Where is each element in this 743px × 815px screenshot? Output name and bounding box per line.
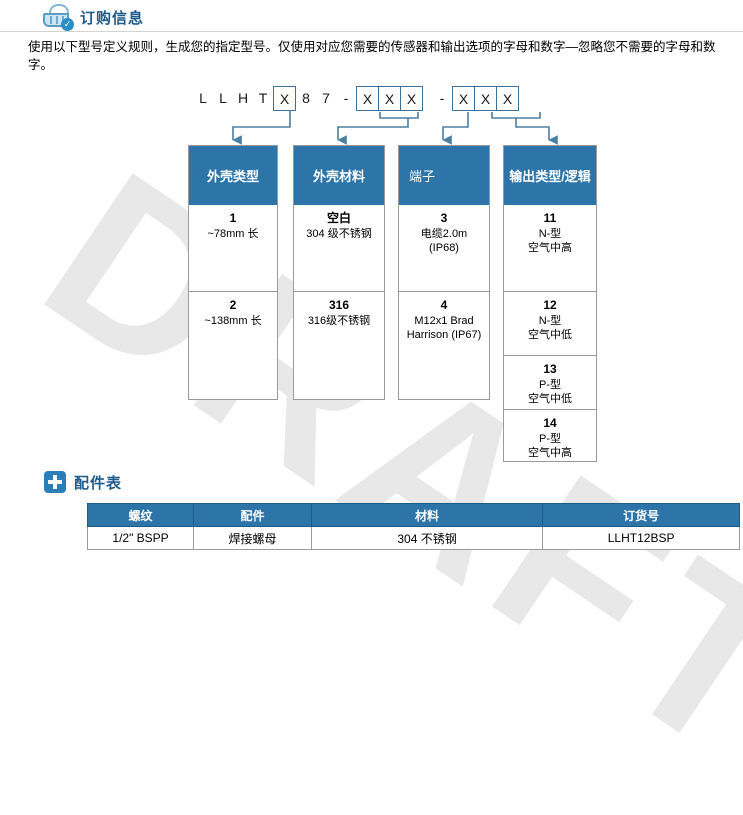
option-code: 3 — [440, 211, 448, 225]
model-dash: - — [439, 90, 445, 106]
option-cell: 空白 304 级不锈钢 — [294, 205, 384, 291]
model-group-material-terminal: X X X — [356, 85, 423, 111]
ordering-info-title: 订购信息 — [80, 9, 145, 27]
option-cell: 14 P-型空气中高 — [504, 409, 596, 463]
option-code: 11 — [543, 211, 557, 225]
ordering-intro-text: 使用以下型号定义规则，生成您的指定型号。仅使用对应您需要的传感器和输出选项的字母… — [28, 40, 716, 72]
model-slot: X — [356, 85, 379, 111]
accessories-table: 螺纹 配件 材料 订货号 1/2" BSPP 焊接螺母 304 不锈钢 LLHT… — [86, 503, 740, 550]
ordering-info-heading: ✓ 订购信息 — [42, 4, 145, 31]
cell-material: 304 不锈钢 — [310, 526, 544, 550]
option-desc: ~138mm 长 — [204, 315, 262, 327]
model-char: L — [199, 90, 207, 106]
option-column-header: 外壳类型 — [189, 146, 277, 205]
option-code: 空白 — [326, 211, 351, 225]
table-header-row: 螺纹 配件 材料 订货号 — [86, 503, 740, 527]
model-slot: X — [496, 85, 519, 111]
column-header-accessory: 配件 — [193, 503, 312, 527]
option-column-header: 输出类型/逻辑 — [504, 146, 596, 205]
option-column-housing-type: 外壳类型 1 ~78mm 长 2 ~138mm 长 — [188, 145, 278, 400]
column-header-order-no: 订货号 — [542, 503, 740, 527]
option-cell: 3 电缆2.0m(IP68) — [399, 205, 489, 291]
option-code: 4 — [440, 298, 448, 312]
model-dash: - — [343, 90, 349, 106]
model-number-string: L L H T X 8 7 - X X X - X X X — [193, 84, 519, 112]
heading-divider — [0, 31, 743, 32]
model-slot: X — [400, 85, 423, 111]
accessories-title: 配件表 — [74, 474, 123, 492]
table-row: 1/2" BSPP 焊接螺母 304 不锈钢 LLHT12BSP — [86, 526, 740, 550]
option-code: 12 — [543, 298, 557, 312]
option-cell: 2 ~138mm 长 — [189, 291, 277, 401]
option-cell: 12 N-型空气中低 — [504, 291, 596, 355]
model-group-output: X X X — [452, 85, 519, 111]
model-char: H — [237, 90, 249, 106]
option-column-header: 端子 — [399, 146, 489, 205]
option-cell: 1 ~78mm 长 — [189, 205, 277, 291]
plus-square-icon — [44, 471, 66, 493]
option-cell: 11 N-型空气中高 — [504, 205, 596, 291]
model-char: L — [219, 90, 227, 106]
model-char: T — [258, 90, 268, 106]
column-header-thread: 螺纹 — [86, 503, 195, 527]
cell-thread: 1/2" BSPP — [86, 526, 195, 550]
accessories-heading: 配件表 — [44, 471, 122, 493]
option-column-header: 外壳材料 — [294, 146, 384, 205]
option-desc: N-型空气中高 — [528, 228, 572, 254]
model-char: 8 — [302, 90, 310, 106]
option-column-output-type-logic: 输出类型/逻辑 11 N-型空气中高 12 N-型空气中低 13 P-型空气中低… — [503, 145, 597, 462]
option-code: 1 — [229, 211, 237, 225]
option-desc: N-型空气中低 — [528, 315, 572, 341]
option-desc: 电缆2.0m(IP68) — [420, 228, 468, 254]
option-desc: 316级不锈钢 — [307, 315, 371, 327]
check-badge-icon: ✓ — [61, 18, 74, 31]
option-cell: 13 P-型空气中低 — [504, 355, 596, 409]
option-column-housing-material: 外壳材料 空白 304 级不锈钢 316 316级不锈钢 — [293, 145, 385, 400]
shopping-basket-check-icon: ✓ — [42, 4, 74, 31]
option-desc: 304 级不锈钢 — [306, 228, 372, 240]
model-char: 7 — [322, 90, 330, 106]
option-desc: P-型空气中低 — [528, 379, 572, 405]
column-header-material: 材料 — [310, 503, 544, 527]
model-slot-housing-type: X — [273, 85, 296, 111]
option-cell: 316 316级不锈钢 — [294, 291, 384, 401]
option-desc: P-型空气中高 — [528, 433, 572, 459]
option-desc: ~78mm 长 — [207, 228, 259, 240]
option-code: 13 — [543, 362, 557, 376]
model-slot: X — [452, 85, 475, 111]
option-code: 14 — [543, 416, 557, 430]
cell-order-no: LLHT12BSP — [542, 526, 740, 550]
option-code: 2 — [229, 298, 237, 312]
model-slot: X — [378, 85, 401, 111]
model-slot: X — [474, 85, 497, 111]
option-code: 316 — [328, 298, 350, 312]
cell-accessory: 焊接螺母 — [193, 526, 312, 550]
